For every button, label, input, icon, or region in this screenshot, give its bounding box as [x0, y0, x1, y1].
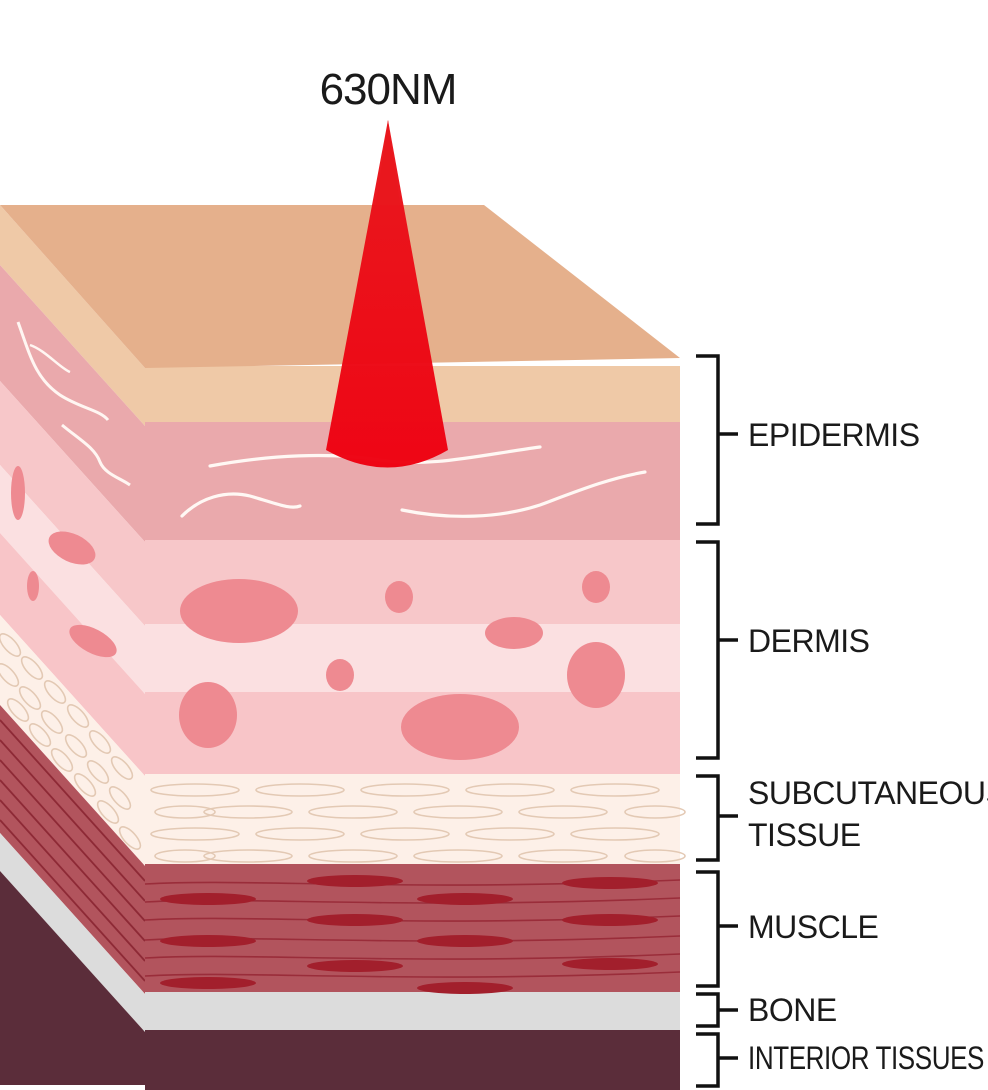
bone-bracket: [696, 992, 738, 1028]
muscle-bracket: [696, 870, 738, 988]
label-interior-tissues: INTERIOR TISSUES: [748, 1040, 984, 1076]
wavelength-label: 630NM: [320, 65, 457, 114]
label-bone: BONE: [748, 992, 837, 1028]
label-subcutaneous-line1: SUBCUTANEOUS: [748, 775, 988, 811]
dermis-cells: [179, 571, 625, 760]
muscle-fibers: [144, 875, 681, 994]
fat-cells: [150, 783, 686, 863]
layer-labels: EPIDERMIS DERMIS SUBCUTANEOUS TISSUE MUS…: [748, 417, 988, 1076]
subcutaneous-bracket: [696, 774, 738, 862]
layer-brackets: [696, 354, 738, 1088]
label-dermis: DERMIS: [748, 623, 869, 659]
dermis-bracket: [696, 540, 738, 760]
label-muscle: MUSCLE: [748, 909, 878, 945]
interior-bracket: [696, 1032, 738, 1088]
label-epidermis: EPIDERMIS: [748, 417, 920, 453]
label-subcutaneous-line2: TISSUE: [748, 817, 861, 853]
skin-top-surface: [0, 205, 680, 368]
side-face: [0, 205, 145, 1085]
interior-front: [145, 1030, 680, 1090]
bone-front: [145, 992, 680, 1032]
epidermis-bracket: [696, 354, 738, 526]
light-beam-630nm: [326, 120, 448, 468]
